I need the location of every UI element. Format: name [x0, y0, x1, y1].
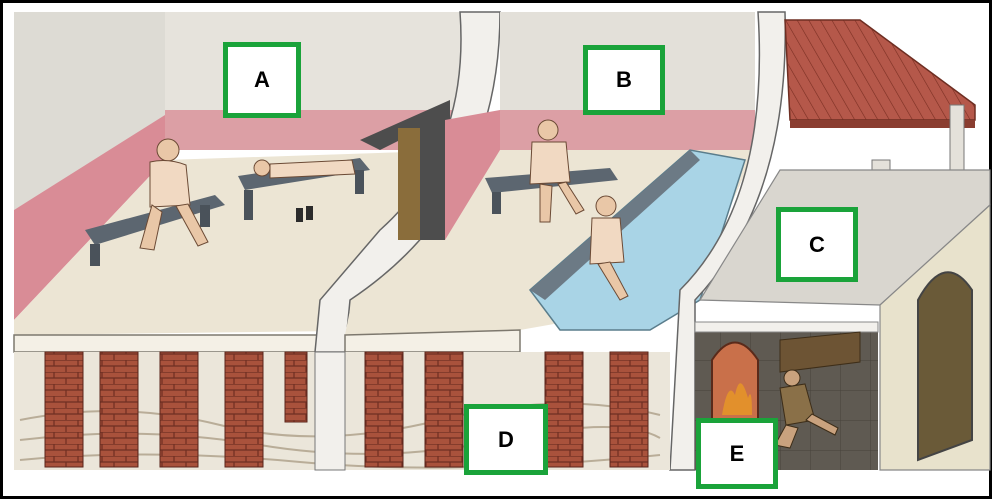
- fire-icon: [722, 383, 752, 415]
- label-d: D: [464, 404, 548, 475]
- room-a-back-wall: [165, 12, 470, 110]
- brick-pillar: [159, 351, 199, 468]
- bather-figure: [253, 159, 356, 179]
- label-a: A: [223, 42, 301, 118]
- label-e-text: E: [729, 440, 745, 466]
- label-c: C: [776, 207, 858, 282]
- hypocaust: [14, 351, 670, 471]
- bather-figure: [529, 119, 585, 223]
- bather-figure: [139, 138, 209, 251]
- room-a-pink-side: [14, 115, 165, 320]
- door: [398, 128, 420, 240]
- dividing-wall: [314, 11, 501, 353]
- room-a-floor-slab: [13, 334, 331, 353]
- brick-pillar: [609, 351, 649, 468]
- room-a-back-wall-left: [14, 12, 165, 210]
- label-a-text: A: [254, 67, 270, 92]
- label-e: E: [696, 418, 778, 489]
- label-b-text: B: [616, 67, 632, 92]
- label-c-text: C: [809, 231, 825, 257]
- brick-pillar: [99, 351, 139, 468]
- furnace-building: [694, 19, 991, 471]
- worker-figure: [774, 369, 839, 449]
- brick-pillar: [224, 351, 264, 468]
- room-b: [344, 12, 755, 353]
- bather-figure: [589, 195, 629, 301]
- brick-pillar: [424, 351, 464, 468]
- label-d-text: D: [498, 426, 514, 452]
- room-b-pink-band: [500, 110, 755, 150]
- firewood-stack: [779, 331, 861, 373]
- label-b: B: [583, 45, 665, 115]
- brick-pillar: [544, 351, 584, 468]
- tiled-roof: [784, 19, 976, 121]
- brick-pillar: [284, 351, 308, 423]
- doorway-frame: [360, 100, 450, 240]
- arched-door: [917, 271, 973, 462]
- brick-pillar: [44, 351, 84, 468]
- brick-pillar: [364, 351, 404, 468]
